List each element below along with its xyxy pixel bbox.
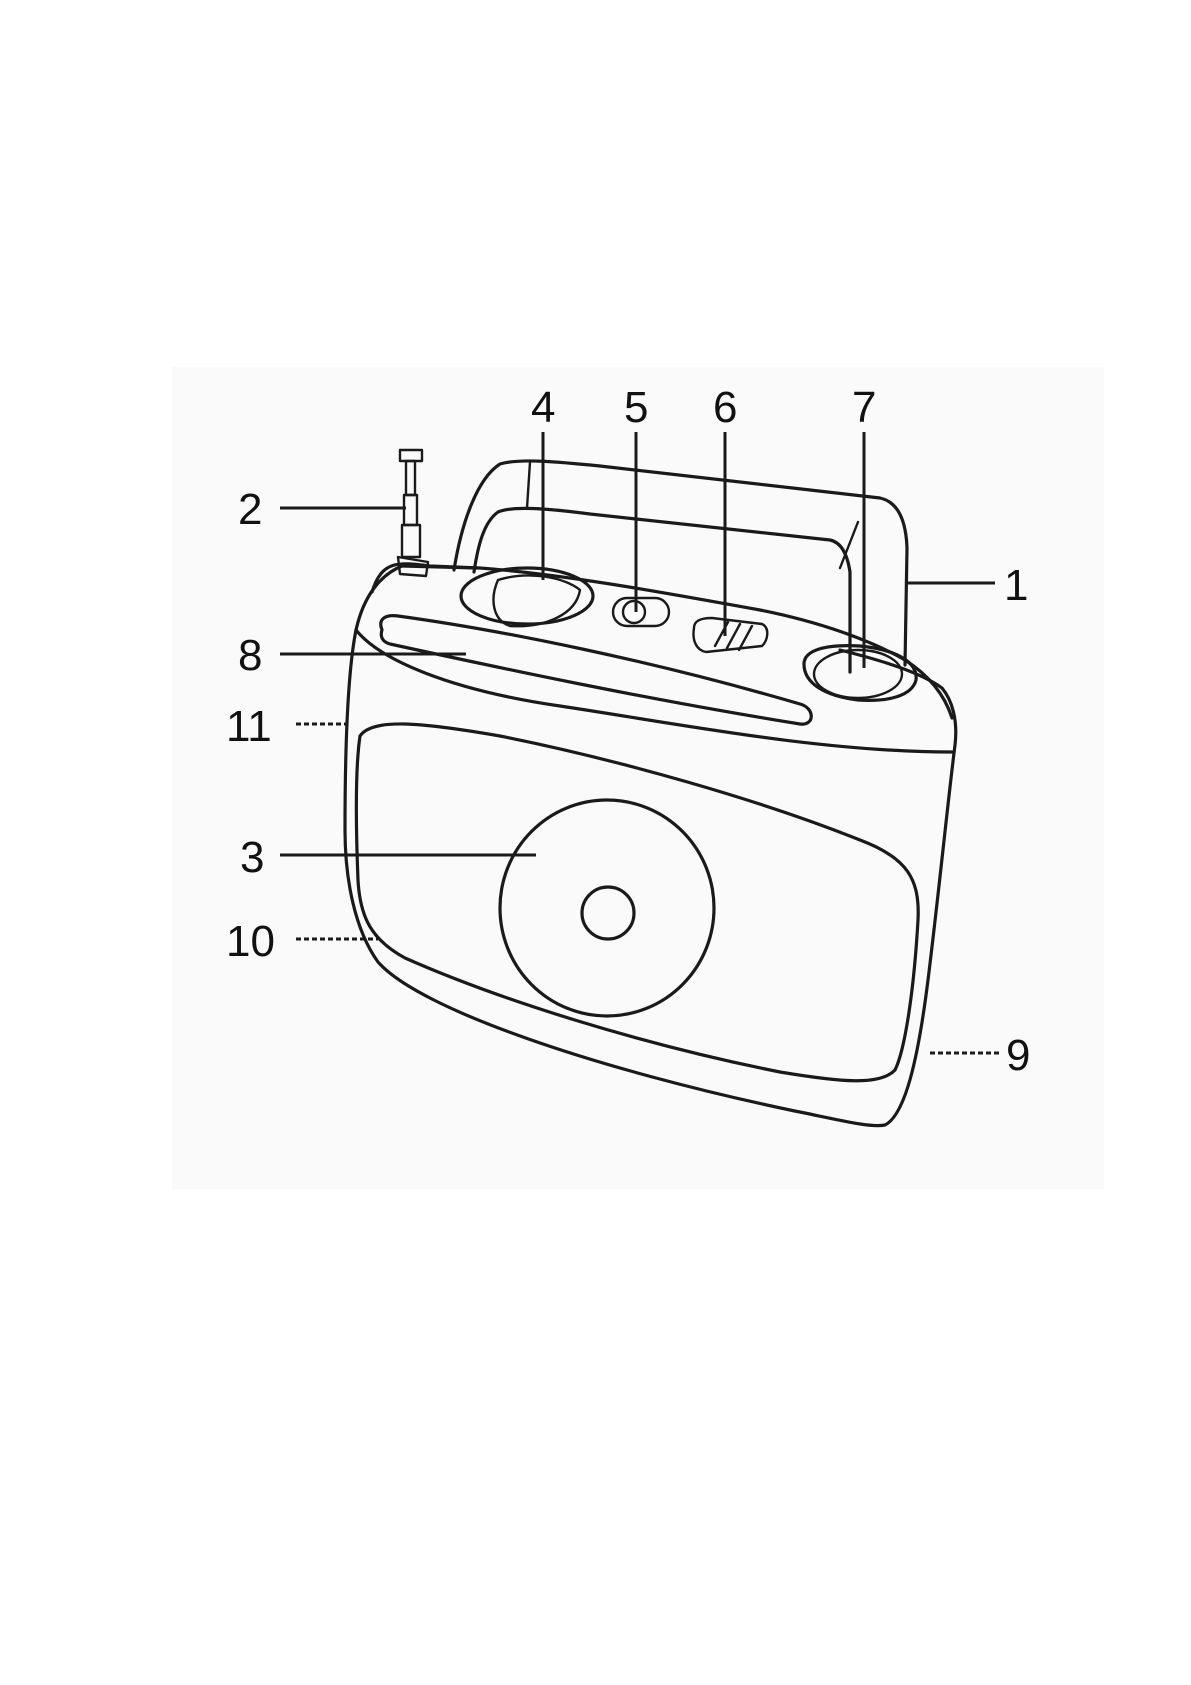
callout-4: 4	[531, 383, 555, 432]
dial-window	[379, 614, 813, 726]
callout-11: 11	[226, 702, 272, 751]
carry-handle	[452, 459, 909, 674]
callout-8: 8	[238, 631, 262, 680]
callout-7: 7	[852, 383, 876, 432]
function-switch	[611, 596, 671, 628]
callout-9: 9	[1006, 1031, 1030, 1080]
callout-10: 10	[226, 917, 275, 966]
callout-6: 6	[713, 383, 737, 432]
callout-3: 3	[240, 833, 264, 882]
outer-shell	[343, 564, 958, 1128]
antenna	[396, 448, 430, 578]
radio-body	[343, 448, 958, 1128]
tuning-knob	[459, 566, 595, 628]
callout-1: 1	[1004, 561, 1028, 610]
leader-lines	[280, 432, 1000, 1055]
speaker	[498, 798, 716, 1018]
callout-2: 2	[238, 485, 262, 534]
speaker-grille	[354, 722, 920, 1083]
callout-labels: 1 2 3 4 5 6 7 8 9 10 11	[226, 383, 1030, 1080]
callout-5: 5	[624, 383, 648, 432]
volume-knob	[802, 644, 918, 702]
band-selector	[692, 616, 769, 654]
